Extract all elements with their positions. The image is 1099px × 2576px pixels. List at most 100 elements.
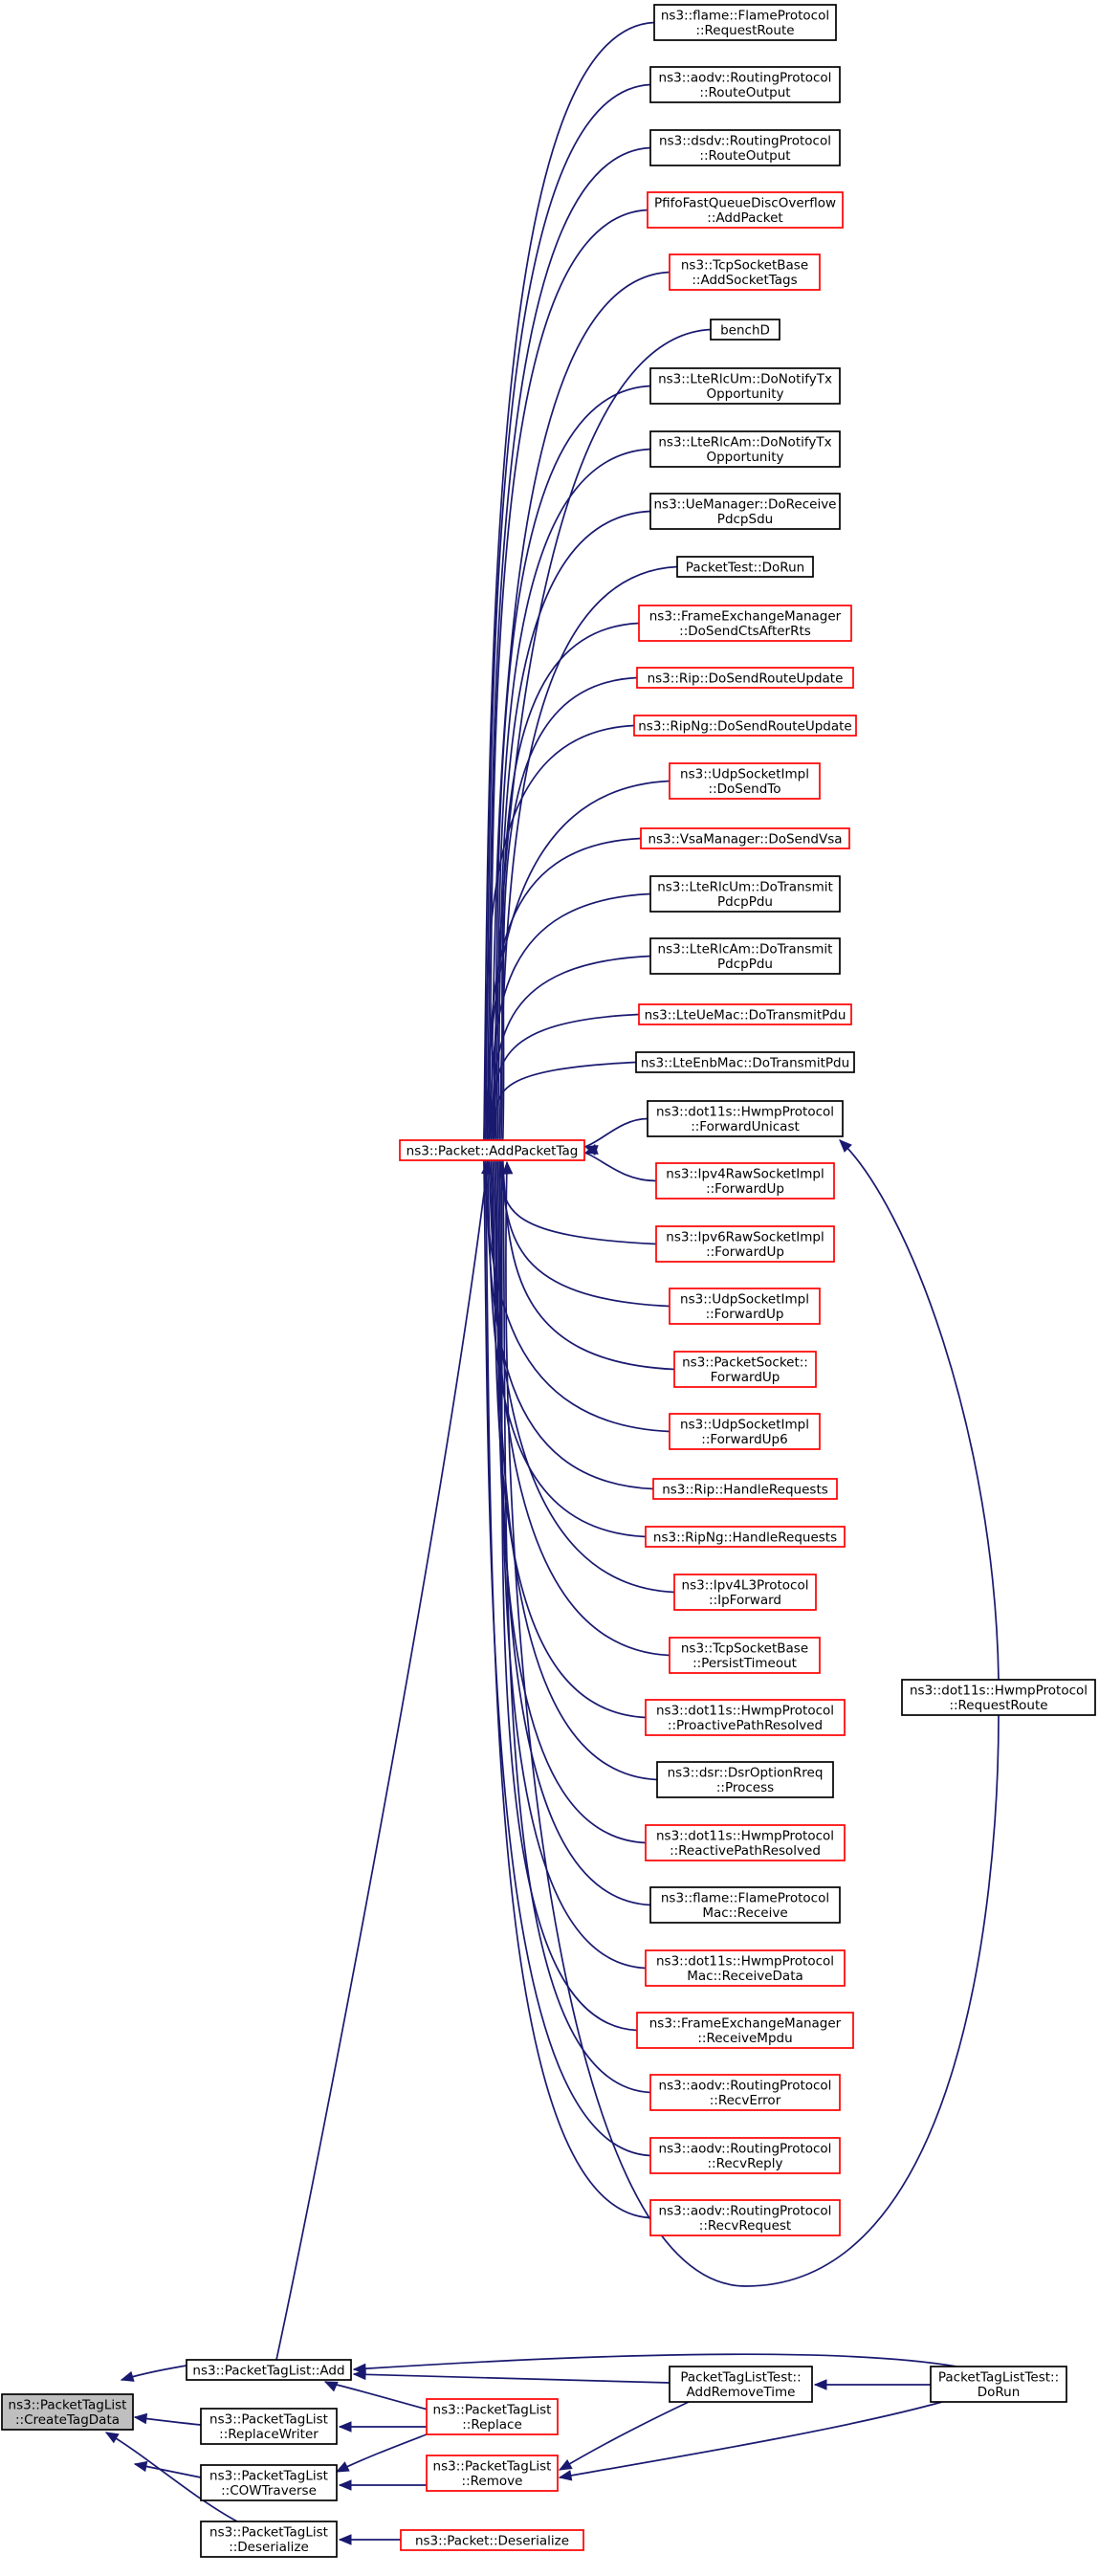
node-box[interactable]	[399, 1139, 585, 1161]
node-c18[interactable]: ns3::LteUeMac::DoTransmitPdu	[638, 1003, 852, 1025]
node-box[interactable]	[200, 2521, 338, 2558]
node-box[interactable]	[636, 2012, 854, 2049]
node-n-add[interactable]: ns3::PacketTagList::Add	[186, 2359, 352, 2381]
node-box[interactable]	[649, 493, 841, 530]
node-box[interactable]	[669, 253, 821, 291]
node-box[interactable]	[673, 1574, 817, 1611]
node-box[interactable]	[638, 605, 852, 642]
node-box[interactable]	[669, 1413, 821, 1450]
node-box[interactable]	[901, 1679, 1096, 1716]
node-c20[interactable]: ns3::dot11s::HwmpProtocol::ForwardUnicas…	[647, 1100, 844, 1137]
node-c10[interactable]: PacketTest::DoRun	[676, 556, 814, 578]
node-c34[interactable]: ns3::dot11s::HwmpProtocolMac::ReceiveDat…	[645, 1949, 846, 1987]
node-n-ptltest-dorun[interactable]: PacketTagListTest::DoRun	[930, 2366, 1067, 2403]
node-box[interactable]	[649, 2137, 841, 2174]
node-box[interactable]	[645, 1949, 846, 1987]
node-c22[interactable]: ns3::Ipv6RawSocketImpl::ForwardUp	[655, 1225, 835, 1263]
node-c15[interactable]: ns3::VsaManager::DoSendVsa	[640, 827, 850, 849]
node-n-deserialize[interactable]: ns3::PacketTagList::Deserialize	[200, 2521, 338, 2558]
node-box[interactable]	[649, 430, 841, 468]
node-c36[interactable]: ns3::aodv::RoutingProtocol::RecvError	[649, 2074, 841, 2111]
node-c24[interactable]: ns3::PacketSocket::ForwardUp	[673, 1351, 817, 1388]
node-c31[interactable]: ns3::dsr::DsrOptionRreq::Process	[656, 1761, 834, 1798]
node-box[interactable]	[635, 1051, 855, 1073]
node-box[interactable]	[649, 1886, 841, 1924]
node-c28[interactable]: ns3::Ipv4L3Protocol::IpForward	[673, 1574, 817, 1611]
node-n-ptl-replace[interactable]: ns3::PacketTagList::Replace	[426, 2398, 559, 2435]
node-box[interactable]	[200, 2464, 338, 2501]
node-box[interactable]	[645, 1824, 846, 1861]
node-c30[interactable]: ns3::dot11s::HwmpProtocol::ProactivePath…	[645, 1699, 846, 1736]
node-box[interactable]	[426, 2455, 559, 2492]
node-c12[interactable]: ns3::Rip::DoSendRouteUpdate	[636, 667, 854, 689]
node-n-hwmp-requestroute[interactable]: ns3::dot11s::HwmpProtocol::RequestRoute	[901, 1679, 1096, 1716]
node-box[interactable]	[649, 2199, 841, 2236]
node-box[interactable]	[656, 1761, 834, 1798]
node-c04[interactable]: PfifoFastQueueDiscOverflow::AddPacket	[647, 191, 844, 229]
node-c37[interactable]: ns3::aodv::RoutingProtocol::RecvReply	[649, 2137, 841, 2174]
node-box[interactable]	[400, 2529, 584, 2551]
node-c03[interactable]: ns3::dsdv::RoutingProtocol::RouteOutput	[649, 129, 841, 166]
node-c35[interactable]: ns3::FrameExchangeManager::ReceiveMpdu	[636, 2012, 854, 2049]
node-c29[interactable]: ns3::TcpSocketBase::PersistTimeout	[669, 1637, 821, 1674]
node-box[interactable]	[673, 1351, 817, 1388]
node-box[interactable]	[633, 715, 857, 737]
node-c06[interactable]: benchD	[710, 319, 780, 341]
node-c32[interactable]: ns3::dot11s::HwmpProtocol::ReactivePathR…	[645, 1824, 846, 1861]
node-box[interactable]	[200, 2408, 338, 2445]
node-n-addremovetime[interactable]: PacketTagListTest::AddRemoveTime	[669, 2366, 813, 2403]
node-c01[interactable]: ns3::flame::FlameProtocol::RequestRoute	[653, 4, 837, 41]
node-box[interactable]	[669, 1637, 821, 1674]
node-c38[interactable]: ns3::aodv::RoutingProtocol::RecvRequest	[649, 2199, 841, 2236]
node-n-packet-deserialize[interactable]: ns3::Packet::Deserialize	[400, 2529, 584, 2551]
node-box[interactable]	[669, 2366, 813, 2403]
node-c05[interactable]: ns3::TcpSocketBase::AddSocketTags	[669, 253, 821, 291]
node-c21[interactable]: ns3::Ipv4RawSocketImpl::ForwardUp	[655, 1162, 835, 1200]
node-box[interactable]	[649, 2074, 841, 2111]
node-c26[interactable]: ns3::Rip::HandleRequests	[652, 1478, 838, 1500]
node-box[interactable]	[1, 2393, 134, 2431]
node-box[interactable]	[649, 129, 841, 166]
node-box[interactable]	[652, 1478, 838, 1500]
node-box[interactable]	[655, 1162, 835, 1200]
node-c27[interactable]: ns3::RipNg::HandleRequests	[645, 1526, 846, 1548]
node-box[interactable]	[645, 1699, 846, 1736]
node-c11[interactable]: ns3::FrameExchangeManager::DoSendCtsAfte…	[638, 605, 852, 642]
node-n-replacewriter[interactable]: ns3::PacketTagList::ReplaceWriter	[200, 2408, 338, 2445]
node-box[interactable]	[186, 2359, 352, 2381]
node-box[interactable]	[653, 4, 837, 41]
node-box[interactable]	[676, 556, 814, 578]
node-box[interactable]	[640, 827, 850, 849]
node-n-cowtraverse[interactable]: ns3::PacketTagList::COWTraverse	[200, 2464, 338, 2501]
node-n-addpackettag[interactable]: ns3::Packet::AddPacketTag	[399, 1139, 585, 1161]
node-box[interactable]	[426, 2398, 559, 2435]
node-n-createtagdata[interactable]: ns3::PacketTagList::CreateTagData	[1, 2393, 134, 2431]
node-c25[interactable]: ns3::UdpSocketImpl::ForwardUp6	[669, 1413, 821, 1450]
node-c14[interactable]: ns3::UdpSocketImpl::DoSendTo	[669, 762, 821, 800]
node-box[interactable]	[669, 762, 821, 800]
node-c02[interactable]: ns3::aodv::RoutingProtocol::RouteOutput	[649, 66, 841, 103]
node-n-ptl-remove[interactable]: ns3::PacketTagList::Remove	[426, 2455, 559, 2492]
node-box[interactable]	[649, 875, 841, 913]
node-box[interactable]	[645, 1526, 846, 1548]
node-c23[interactable]: ns3::UdpSocketImpl::ForwardUp	[669, 1288, 821, 1325]
node-c13[interactable]: ns3::RipNg::DoSendRouteUpdate	[633, 715, 857, 737]
node-box[interactable]	[638, 1003, 852, 1025]
node-box[interactable]	[649, 367, 841, 405]
node-box[interactable]	[647, 1100, 844, 1137]
node-box[interactable]	[649, 937, 841, 975]
node-box[interactable]	[649, 66, 841, 103]
node-box[interactable]	[710, 319, 780, 341]
node-box[interactable]	[636, 667, 854, 689]
node-box[interactable]	[930, 2366, 1067, 2403]
node-c19[interactable]: ns3::LteEnbMac::DoTransmitPdu	[635, 1051, 855, 1073]
node-box[interactable]	[647, 191, 844, 229]
node-box[interactable]	[669, 1288, 821, 1325]
node-box[interactable]	[655, 1225, 835, 1263]
